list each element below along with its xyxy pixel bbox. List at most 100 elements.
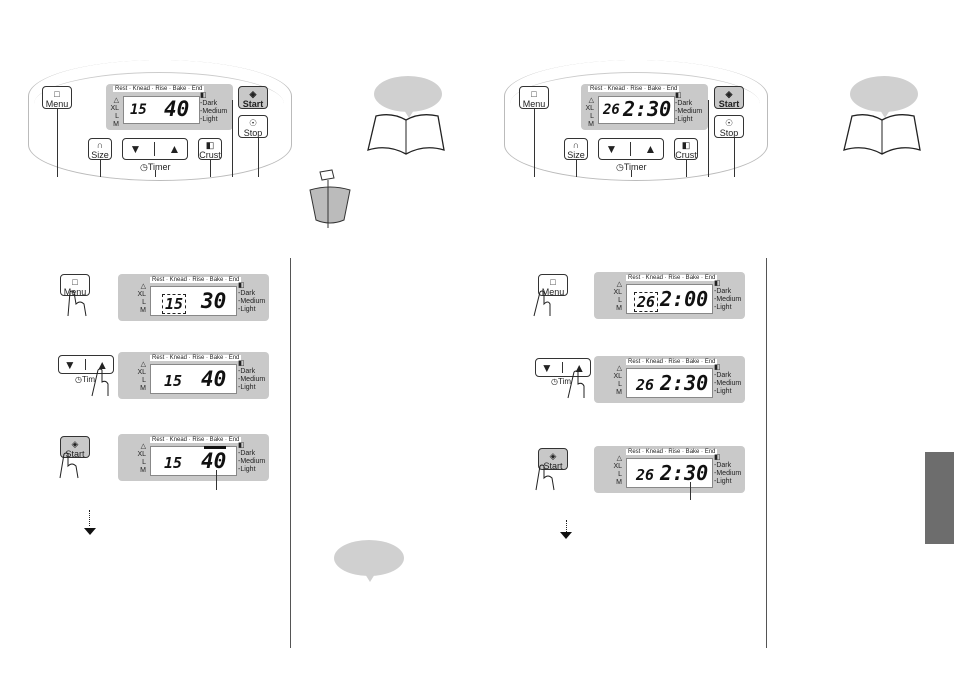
- lcd-screen: [123, 96, 200, 124]
- time-display: 40: [164, 97, 190, 121]
- stage-labels: Rest · Knead · Rise · Bake · End: [150, 355, 242, 361]
- callout-line: [210, 160, 211, 177]
- start-button-step[interactable]: ◈ Start: [60, 436, 90, 459]
- speech-bubble: [374, 76, 442, 118]
- book-icon: □: [54, 89, 60, 99]
- start-button-step[interactable]: ◈ Start: [538, 448, 568, 471]
- crust-labels: ◧-Dark-Medium-Light: [238, 442, 266, 473]
- stop-button[interactable]: ☉ Stop: [238, 115, 268, 138]
- timer-arrow-buttons-step[interactable]: ▼▲: [535, 358, 591, 377]
- start-button[interactable]: ◈ Start: [238, 86, 268, 109]
- stop-button-label: Stop: [243, 128, 263, 138]
- lcd-screen: [150, 446, 237, 476]
- book-icon: □: [531, 89, 537, 99]
- menu-number: 15: [164, 372, 183, 390]
- menu-number: 26: [636, 376, 655, 394]
- crust-labels: ◧-Dark-Medium-Light: [714, 280, 742, 311]
- start-icon: ◈: [71, 439, 79, 449]
- size-button[interactable]: ∩ Size: [564, 138, 588, 160]
- crust-button[interactable]: ◧ Crust: [198, 138, 222, 160]
- callout-line: [576, 160, 577, 177]
- up-arrow-icon[interactable]: ▲: [96, 357, 109, 372]
- start-button-label: Start: [65, 449, 85, 459]
- column-divider: [766, 258, 767, 648]
- callout-line: [57, 109, 58, 177]
- menu-button[interactable]: □ Menu: [42, 86, 72, 109]
- timer-label: ◷Timer: [616, 162, 647, 172]
- menu-number: 26: [636, 466, 655, 484]
- progress-bar-indicator: [204, 446, 226, 449]
- size-button[interactable]: ∩ Size: [88, 138, 112, 160]
- time-display: 2:30: [660, 461, 709, 485]
- section-tab: [925, 452, 954, 544]
- timer-label: ◷Timer: [140, 162, 171, 172]
- lcd-screen: [150, 364, 237, 394]
- menu-button-step[interactable]: □ Menu: [538, 274, 568, 297]
- lcd-screen: [598, 96, 675, 124]
- pointing-hand-icon: [91, 368, 109, 397]
- stage-labels: Rest · Knead · Rise · Bake · End: [113, 86, 205, 92]
- down-arrow-icon: [84, 528, 96, 535]
- pointing-hand-icon: [533, 290, 551, 317]
- callout-line: [690, 482, 691, 500]
- book-icon: □: [550, 277, 556, 287]
- menu-button-label: Menu: [63, 287, 87, 297]
- menu-button[interactable]: □ Menu: [519, 86, 549, 109]
- start-icon: ◈: [549, 451, 557, 461]
- callout-line: [534, 109, 535, 177]
- down-arrow-icon[interactable]: ▼: [605, 142, 618, 156]
- start-button-label: Start: [718, 99, 740, 109]
- control-panel-left-arc: [28, 60, 292, 181]
- stop-button-label: Stop: [719, 128, 739, 138]
- crust-labels: ◧-Dark-Medium-Light: [675, 92, 703, 123]
- start-button[interactable]: ◈ Start: [714, 86, 744, 109]
- crust-button-label: Crust: [675, 150, 697, 160]
- menu-button-step[interactable]: □ Menu: [60, 274, 90, 297]
- crust-button[interactable]: ◧ Crust: [674, 138, 698, 160]
- continue-dots: [89, 510, 90, 526]
- menu-number: 15: [130, 102, 147, 118]
- loaf-icon: ∩: [96, 140, 104, 150]
- up-arrow-icon[interactable]: ▲: [168, 142, 181, 156]
- timer-label: ◷Tim: [551, 377, 572, 386]
- book-icon: □: [72, 277, 78, 287]
- loaf-icon: ∩: [572, 140, 580, 150]
- down-arrow-icon[interactable]: ▼: [540, 360, 553, 375]
- stop-button[interactable]: ☉ Stop: [714, 115, 744, 138]
- crust-icon: ◧: [681, 140, 691, 150]
- speech-bubble: [850, 76, 918, 118]
- start-button-label: Start: [242, 99, 264, 109]
- time-display: 40: [201, 449, 227, 473]
- callout-line: [631, 170, 632, 177]
- timer-arrow-buttons[interactable]: ▼▲: [122, 138, 188, 160]
- timer-arrow-buttons[interactable]: ▼▲: [598, 138, 664, 160]
- crust-labels: ◧-Dark-Medium-Light: [714, 454, 742, 485]
- menu-button-label: Menu: [522, 99, 546, 109]
- up-arrow-icon[interactable]: ▲: [573, 360, 586, 375]
- up-arrow-icon[interactable]: ▲: [644, 142, 657, 156]
- menu-number-blinking: 26: [634, 292, 659, 312]
- time-display: 40: [201, 367, 227, 391]
- pointing-hand-icon: [67, 290, 87, 317]
- stop-icon: ☉: [248, 118, 258, 128]
- start-icon: ◈: [725, 89, 733, 99]
- lcd-screen: [150, 286, 237, 316]
- pointing-hand-icon: [567, 370, 585, 399]
- bread-pan-illustration: [309, 169, 351, 228]
- down-arrow-icon[interactable]: ▼: [63, 357, 76, 372]
- callout-line: [100, 160, 101, 177]
- speech-bubble: [334, 540, 404, 582]
- crust-labels: ◧-Dark-Medium-Light: [238, 360, 266, 391]
- crust-labels: ◧-Dark-Medium-Light: [714, 364, 742, 395]
- down-arrow-icon[interactable]: ▼: [129, 142, 142, 156]
